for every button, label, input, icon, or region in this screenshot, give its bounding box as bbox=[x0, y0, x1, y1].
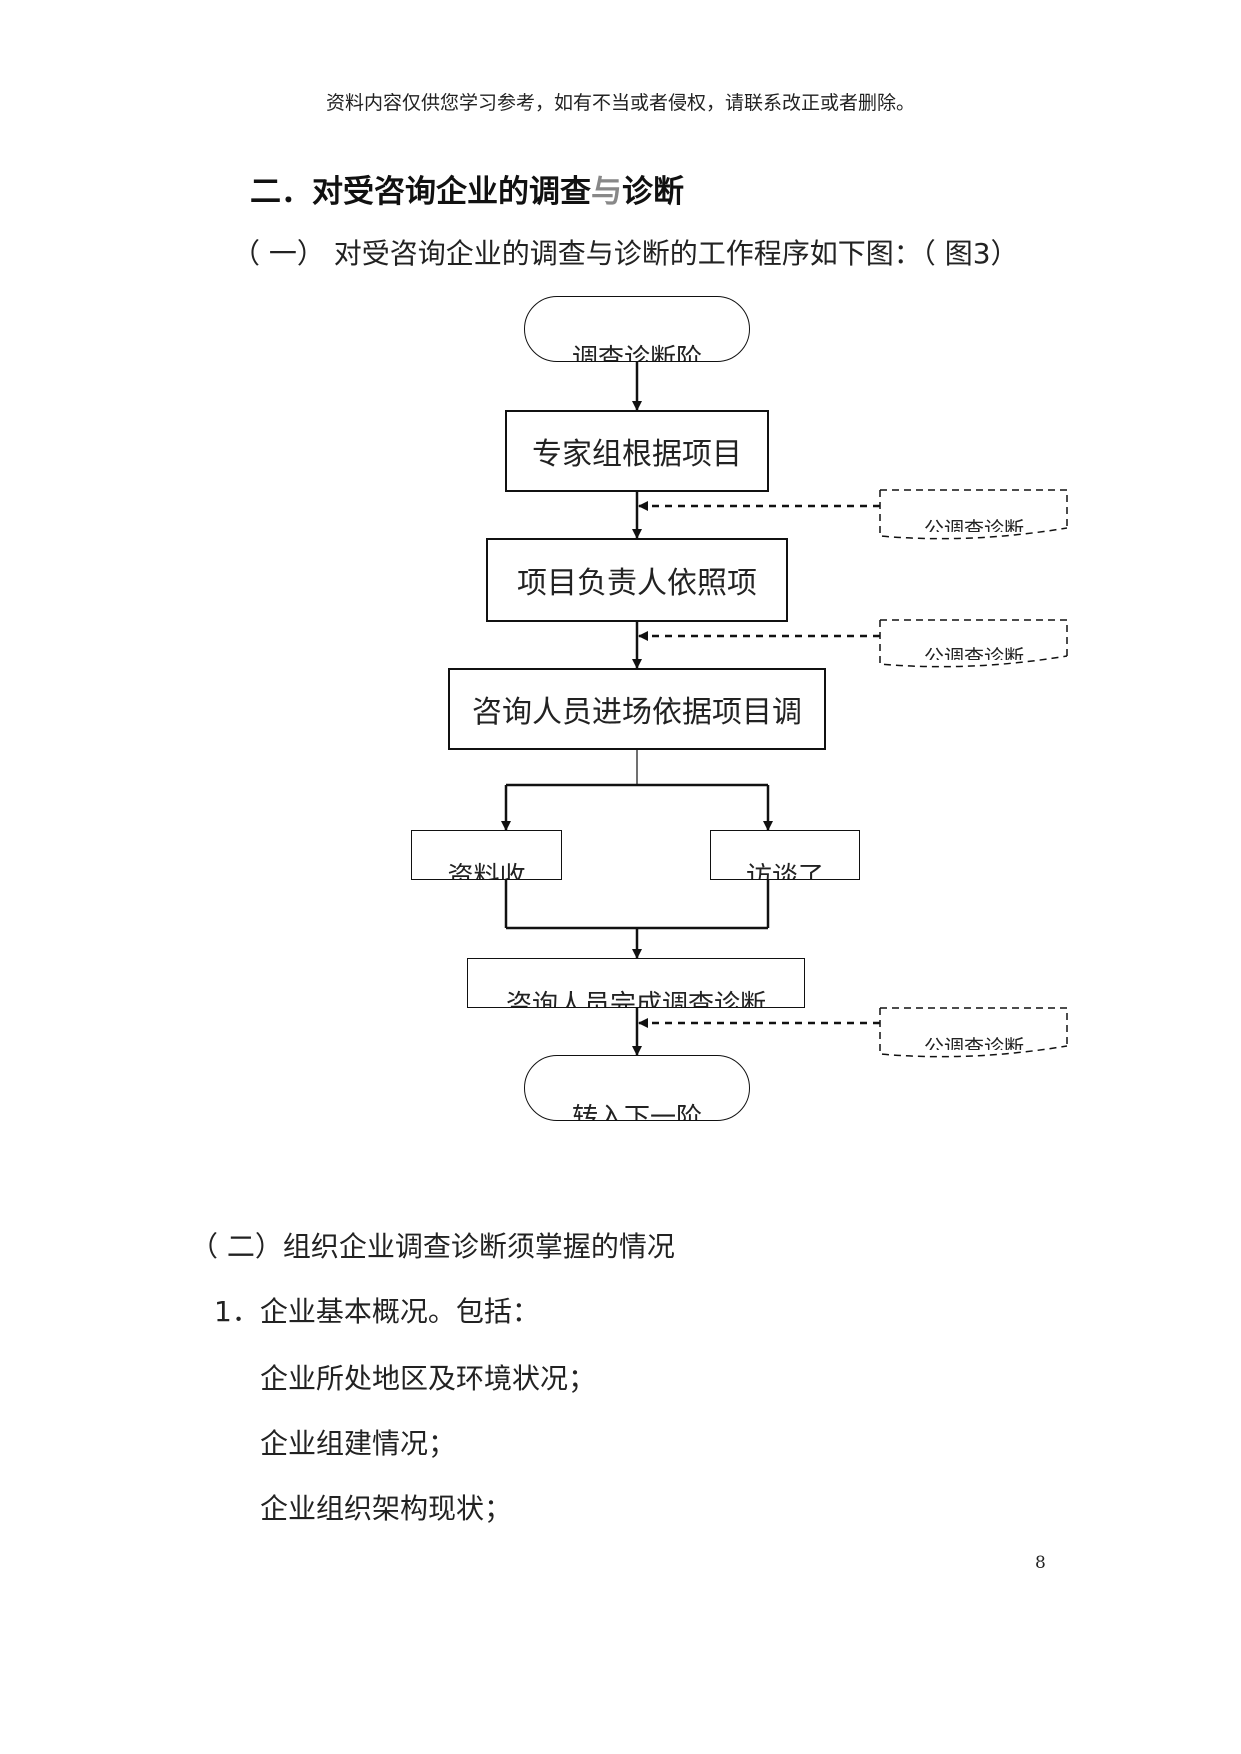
section-title: 二．对受咨询企业的调查与诊断 bbox=[250, 166, 684, 211]
dashed-box-note3 bbox=[879, 1007, 1068, 1058]
flow-step4-label: 咨询人员完成调查诊断 bbox=[505, 990, 766, 1008]
item-basic-overview: 1．企业基本概况。包括： bbox=[214, 1295, 540, 1328]
disclaimer-header: 资料内容仅供您学习参考，如有不当或者侵权，请联系改正或者删除。 bbox=[325, 92, 915, 114]
flow-end-label: 转入下一阶 bbox=[571, 1103, 702, 1121]
flow-step1-label: 专家组根据项目 bbox=[532, 437, 742, 472]
side-note-3: 公调查诊断 bbox=[882, 1010, 1066, 1050]
flow-start-oval: 调查诊断阶 bbox=[524, 296, 750, 362]
flow-step1-box: 专家组根据项目 bbox=[505, 410, 769, 492]
dashed-box-note1 bbox=[879, 489, 1068, 540]
flow-step4-box: 咨询人员完成调查诊断 bbox=[467, 958, 805, 1008]
side-note-3-label: 公调查诊断 bbox=[924, 1035, 1024, 1050]
flow-branch-right-box: 访谈了 bbox=[710, 830, 860, 880]
side-note-1: 公调查诊断 bbox=[882, 492, 1066, 532]
flow-step2-label: 项目负责人依照项 bbox=[517, 566, 757, 601]
list-item: 企业所处地区及环境状况； bbox=[260, 1362, 597, 1395]
flow-start-label: 调查诊断阶 bbox=[571, 344, 702, 362]
list-item: 企业组建情况； bbox=[260, 1427, 457, 1460]
section-title-part2: 诊断 bbox=[622, 174, 684, 210]
dashed-box-note2 bbox=[879, 619, 1068, 668]
flow-step3-box: 咨询人员进场依据项目调 bbox=[448, 668, 826, 750]
side-note-1-label: 公调查诊断 bbox=[924, 517, 1024, 532]
page-number: 8 bbox=[1035, 1553, 1046, 1573]
flow-branch-right-label: 访谈了 bbox=[745, 862, 824, 880]
flow-step3-label: 咨询人员进场依据项目调 bbox=[472, 695, 802, 730]
subheading-required-info: （ 二）组织企业调查诊断须掌握的情况 bbox=[190, 1230, 675, 1263]
section-title-part1: 二．对受咨询企业的调查 bbox=[250, 174, 591, 210]
side-note-2-label: 公调查诊断 bbox=[924, 645, 1024, 660]
flow-branch-left-box: 资料收 bbox=[411, 830, 562, 880]
side-note-2: 公调查诊断 bbox=[882, 622, 1066, 660]
flow-end-oval: 转入下一阶 bbox=[524, 1055, 750, 1121]
flow-step2-box: 项目负责人依照项 bbox=[486, 538, 788, 622]
section-title-gray-char: 与 bbox=[591, 174, 622, 210]
subheading-workflow: （ 一） 对受咨询企业的调查与诊断的工作程序如下图：（ 图3） bbox=[232, 237, 1019, 270]
flow-branch-left-label: 资料收 bbox=[447, 862, 526, 880]
list-item: 企业组织架构现状； bbox=[260, 1492, 513, 1525]
